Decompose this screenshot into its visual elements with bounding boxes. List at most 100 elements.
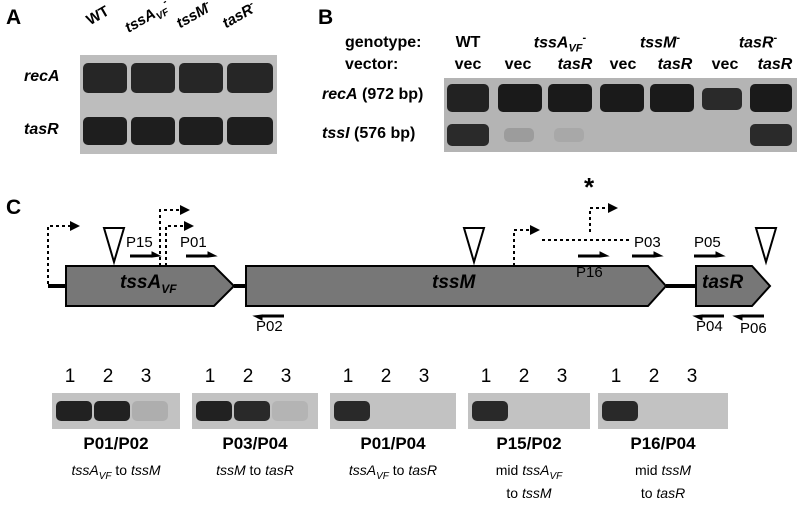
primer-arrows-reverse (252, 314, 764, 321)
lane-number: 3 (140, 366, 152, 387)
gel-p15-p02 (468, 393, 590, 429)
vector-lane-6: vec (711, 56, 739, 73)
genotype-tasr: tasR- (738, 32, 778, 52)
primer-pair-label: P15/P02 (496, 434, 562, 453)
primer-pair-label: P01/P02 (83, 434, 149, 453)
primer-label-p16: P16 (576, 264, 603, 281)
band (83, 117, 127, 145)
band (56, 401, 92, 421)
gene-tssa-arrow (65, 265, 236, 307)
promoter-arrows (47, 207, 608, 284)
panel-c-letter: C (6, 196, 22, 219)
band (750, 124, 792, 146)
gel-p01-p04 (330, 393, 456, 429)
gene-tssm-arrow (245, 265, 668, 307)
vector-lane-5: tasR (657, 56, 693, 73)
band (131, 63, 175, 93)
genotype-wt: WT (455, 34, 481, 51)
band (234, 401, 270, 421)
gene-map (47, 203, 778, 321)
row-label-reca: recA (24, 68, 60, 85)
primer-label-p04: P04 (696, 318, 723, 335)
lane-number: 2 (380, 366, 392, 387)
band (334, 401, 370, 421)
insertion-triangle-icon (462, 227, 486, 266)
lane-number: 1 (342, 366, 354, 387)
band (227, 117, 273, 145)
band (227, 63, 273, 93)
band (498, 84, 542, 112)
lane-number: 1 (480, 366, 492, 387)
primer-pair-label: P01/P04 (360, 434, 426, 453)
gel-panel-b (444, 78, 797, 152)
primer-label-p03: P03 (634, 234, 661, 251)
genotype-tssa: tssAVF- (533, 32, 587, 55)
gene-label-tssa: tssAVF (120, 272, 177, 296)
lane-number: 1 (64, 366, 76, 387)
insertion-triangle-icon (102, 227, 126, 266)
lane-number: 3 (280, 366, 292, 387)
panel-b-letter: B (318, 6, 334, 29)
band (750, 84, 792, 112)
vector-lane-4: vec (609, 56, 637, 73)
gel-description: tssAVF to tssM (71, 462, 161, 482)
primer-pair-label: P03/P04 (222, 434, 288, 453)
primer-label-p15: P15 (126, 234, 153, 251)
band (272, 401, 308, 421)
gel-p16-p04 (598, 393, 728, 429)
lane-number: 3 (686, 366, 698, 387)
band (548, 84, 592, 112)
gel-p01-p02 (52, 393, 180, 429)
gene-tasr-arrow (695, 265, 772, 307)
primer-arrows-forward (130, 251, 726, 258)
band (179, 63, 223, 93)
lane-number: 3 (556, 366, 568, 387)
insertion-triangle-icon (754, 227, 778, 266)
vector-lane-7: tasR (757, 56, 793, 73)
band (132, 401, 168, 421)
primer-pair-label: P16/P04 (630, 434, 696, 453)
gene-label-tasr: tasR (702, 272, 744, 293)
gene-label-tssm: tssM (432, 272, 476, 293)
band (83, 63, 127, 93)
lane-number: 2 (102, 366, 114, 387)
vector-lane-2: vec (504, 56, 532, 73)
band (650, 84, 694, 112)
gel-description: tssM to tasR (216, 462, 294, 478)
row-label-tasr: tasR (24, 121, 59, 138)
band (702, 88, 742, 110)
lane-number: 2 (242, 366, 254, 387)
band (131, 117, 175, 145)
vector-label: vector: (345, 56, 399, 73)
row-label-tssi: tssI (576 bp) (322, 125, 416, 142)
primer-label-p06: P06 (740, 320, 767, 337)
primer-label-p02: P02 (256, 318, 283, 335)
band (447, 124, 489, 146)
vector-lane-1: vec (454, 56, 482, 73)
vector-lane-3: tasR (557, 56, 593, 73)
primer-label-p01: P01 (180, 234, 207, 251)
primer-label-p05: P05 (694, 234, 721, 251)
band (504, 128, 534, 142)
lane-number: 3 (418, 366, 430, 387)
panel-a-letter: A (6, 6, 22, 29)
genotype-label: genotype: (345, 34, 422, 51)
lane-number: 2 (518, 366, 530, 387)
band (179, 117, 223, 145)
band (472, 401, 508, 421)
band (554, 128, 584, 142)
lane-number: 1 (610, 366, 622, 387)
band (94, 401, 130, 421)
band (602, 401, 638, 421)
gel-description: tssAVF to tasR (348, 462, 438, 482)
lane-number: 1 (204, 366, 216, 387)
band (600, 84, 644, 112)
gel-panel-a (80, 55, 277, 154)
lane-number: 2 (648, 366, 660, 387)
band (196, 401, 232, 421)
genotype-tssm: tssM- (639, 32, 681, 52)
promoter-arrowheads (70, 203, 618, 235)
row-label-reca-b: recA (972 bp) (322, 86, 424, 103)
